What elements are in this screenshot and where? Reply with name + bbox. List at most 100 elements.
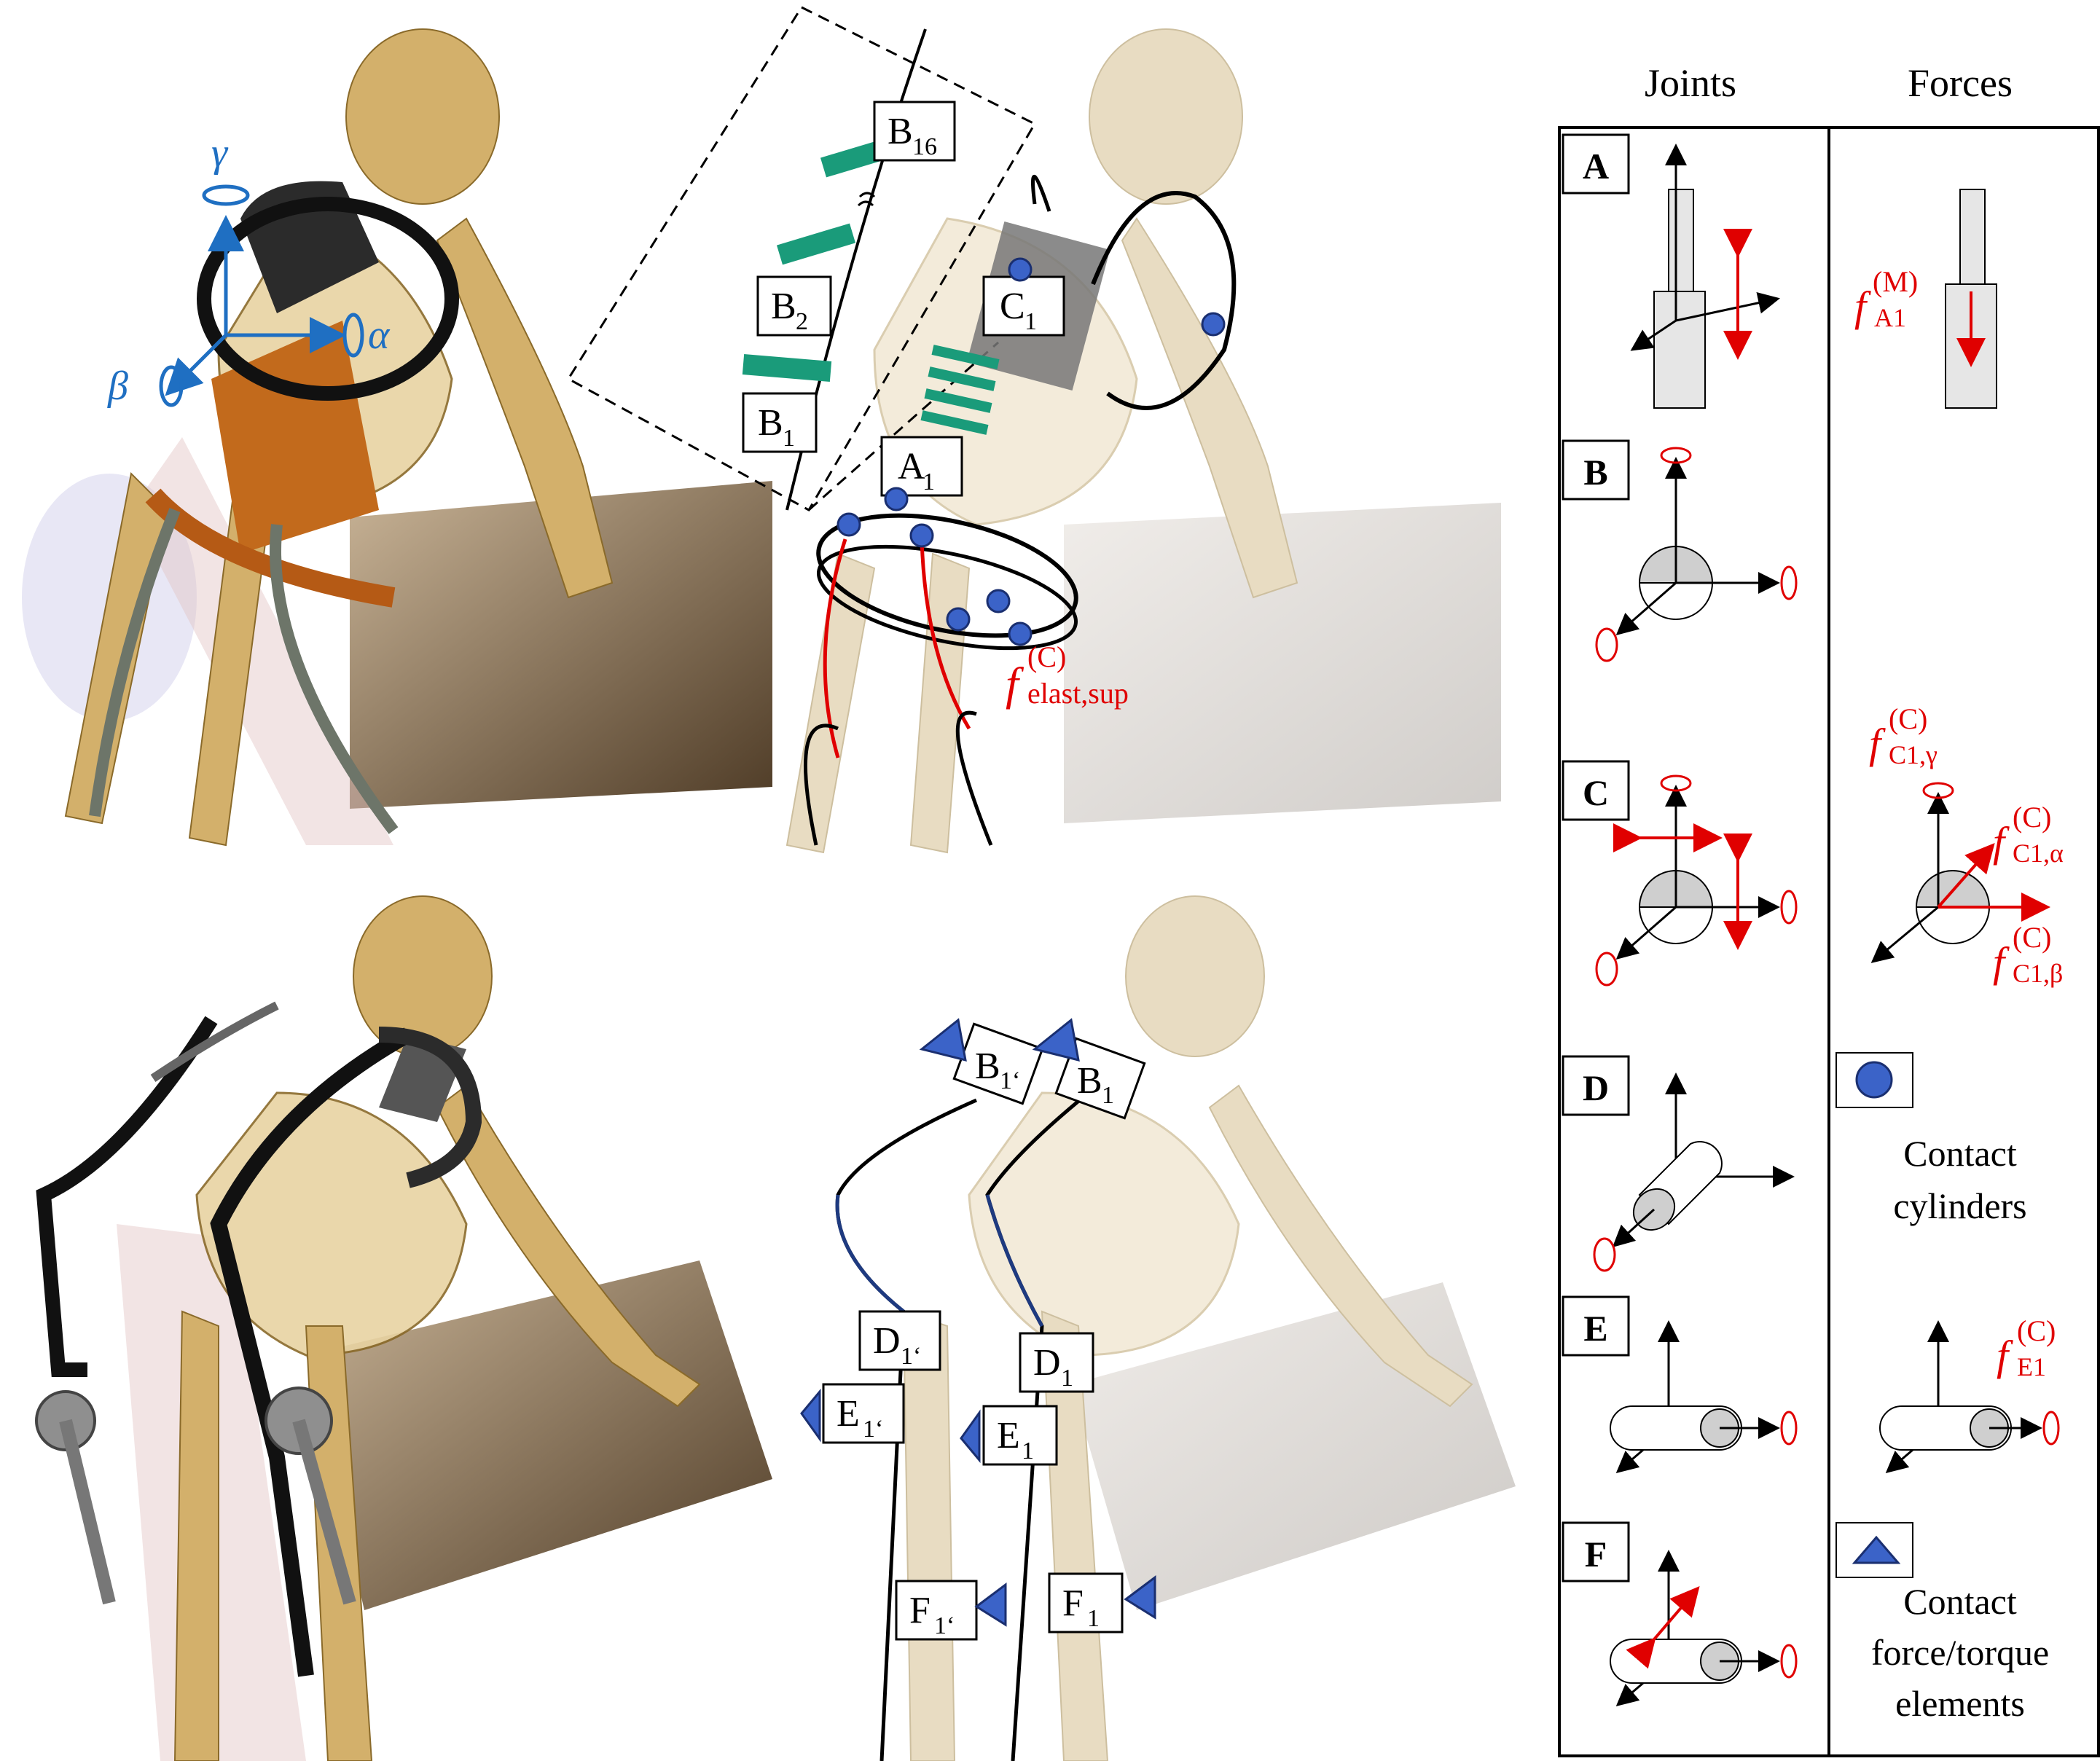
svg-text:1‘: 1‘ xyxy=(901,1343,921,1370)
contact-element xyxy=(919,1018,967,1062)
row-F: F Contact force/torque elements xyxy=(1562,1521,2049,1724)
svg-text:2: 2 xyxy=(796,308,808,335)
contact-cylinder xyxy=(1008,257,1033,282)
force-label-C1-beta: f (C) C1,β xyxy=(1993,921,2063,988)
label-B2: B 2 xyxy=(756,275,832,337)
svg-text:F: F xyxy=(909,1590,930,1631)
row-A: A f (M) A1 xyxy=(1562,133,1997,409)
svg-text:1: 1 xyxy=(922,468,935,495)
svg-text:D: D xyxy=(873,1320,901,1362)
svg-text:B: B xyxy=(888,111,913,152)
row-B: B xyxy=(1562,439,1798,662)
svg-text:D: D xyxy=(1583,1067,1609,1108)
svg-text:A1: A1 xyxy=(1874,303,1906,332)
svg-text:(M): (M) xyxy=(1873,265,1918,298)
svg-text:E: E xyxy=(1583,1308,1607,1349)
svg-text:1: 1 xyxy=(1024,308,1037,335)
force-label-C1-gamma: f (C) C1,γ xyxy=(1869,702,1938,769)
svg-text:C1,γ: C1,γ xyxy=(1889,740,1938,769)
svg-text:Contact: Contact xyxy=(1903,1581,2017,1622)
svg-text:C1,β: C1,β xyxy=(2013,959,2063,988)
svg-text:1‘: 1‘ xyxy=(934,1612,955,1639)
label-D1: D 1 xyxy=(1019,1332,1094,1393)
svg-text:1: 1 xyxy=(1087,1605,1100,1632)
lifted-box xyxy=(350,481,772,809)
svg-text:(C): (C) xyxy=(1027,640,1066,673)
beta-label: β xyxy=(107,364,128,409)
svg-text:C1,α: C1,α xyxy=(2013,839,2064,868)
svg-text:f: f xyxy=(1854,283,1871,330)
panel-bottom-center-schematic: B 1‘ B 1 D 1‘ D 1 E 1‘ E 1 xyxy=(800,895,1516,1761)
elastic-support xyxy=(823,538,847,758)
svg-text:F: F xyxy=(1062,1582,1084,1624)
svg-text:(C): (C) xyxy=(2017,1314,2056,1347)
label-E1-prime: E 1‘ xyxy=(822,1383,905,1444)
svg-text:f: f xyxy=(1006,658,1024,710)
label-B1: B 1 xyxy=(742,392,818,453)
label-B1-prime: B 1‘ xyxy=(952,1022,1044,1105)
row-C: C f (C) C1,γ f (C) xyxy=(1562,702,2064,988)
arm xyxy=(436,217,614,599)
svg-text:B: B xyxy=(1077,1060,1102,1102)
svg-text:E: E xyxy=(997,1415,1020,1456)
svg-text:(C): (C) xyxy=(1889,702,1927,735)
svg-text:force/torque: force/torque xyxy=(1871,1632,2049,1673)
label-C1: C 1 xyxy=(982,275,1065,337)
svg-text:E1: E1 xyxy=(2017,1352,2046,1381)
svg-text:f: f xyxy=(1869,720,1886,767)
svg-text:C: C xyxy=(1583,772,1609,813)
force-label-E1: f (C) E1 xyxy=(1997,1314,2056,1381)
label-B16: B 16 xyxy=(873,101,956,162)
row-D: D Contact cylinders xyxy=(1562,1052,2027,1272)
label-D1-prime: D 1‘ xyxy=(858,1310,941,1371)
svg-text:(C): (C) xyxy=(2013,921,2051,954)
exoskeleton-leg xyxy=(89,508,181,817)
svg-text:elast,sup: elast,sup xyxy=(1027,677,1129,710)
skull xyxy=(345,28,500,205)
svg-text:f: f xyxy=(1997,1332,2013,1379)
prismatic-joint xyxy=(1668,189,1694,299)
panel-top-center-schematic: B 16 B 2 B 1 C 1 A 1 xyxy=(566,6,1501,854)
svg-text:F: F xyxy=(1585,1534,1607,1574)
label-A1: A 1 xyxy=(880,436,963,497)
svg-text:elements: elements xyxy=(1895,1683,2025,1724)
svg-text:B: B xyxy=(975,1046,1000,1087)
label-F1-prime: F 1‘ xyxy=(895,1580,978,1641)
svg-text:B: B xyxy=(758,402,783,444)
lifted-box-bottom xyxy=(306,1260,772,1610)
svg-text:f: f xyxy=(1993,818,2010,866)
svg-text:B: B xyxy=(1583,452,1607,493)
svg-text:16: 16 xyxy=(912,133,937,160)
svg-text:B: B xyxy=(771,286,796,327)
force-label-elast-sup: f (C) elast,sup xyxy=(1006,640,1129,710)
svg-text:C: C xyxy=(1000,286,1025,327)
force-label-A1: f (M) A1 xyxy=(1854,265,1918,332)
svg-text:(C): (C) xyxy=(2013,801,2051,834)
svg-text:1: 1 xyxy=(1102,1082,1114,1109)
svg-text:1‘: 1‘ xyxy=(1000,1067,1020,1094)
svg-text:cylinders: cylinders xyxy=(1893,1185,2026,1226)
svg-text:D: D xyxy=(1033,1342,1061,1384)
gamma-label: γ xyxy=(211,130,229,176)
joints-forces-table: Joints Forces A f (M) A1 B xyxy=(1558,61,2100,1757)
beta-axis xyxy=(165,334,227,396)
alpha-label: α xyxy=(368,313,391,358)
panel-top-left-skeleton: γ α β xyxy=(22,28,772,847)
legend-contact-element xyxy=(1852,1535,1901,1564)
label-E1: E 1 xyxy=(982,1405,1058,1466)
row-E: E f (C) E1 xyxy=(1562,1295,2060,1473)
svg-text:A: A xyxy=(1583,146,1609,187)
svg-text:1: 1 xyxy=(1061,1365,1073,1392)
header-forces: Forces xyxy=(1908,61,2013,105)
svg-text:Contact: Contact xyxy=(1903,1133,2017,1174)
svg-text:1: 1 xyxy=(783,425,795,452)
panel-bottom-left-skeleton xyxy=(35,895,772,1761)
force-label-C1-alpha: f (C) C1,α xyxy=(1993,801,2064,868)
header-joints: Joints xyxy=(1645,61,1736,105)
svg-text:1: 1 xyxy=(1022,1438,1034,1464)
label-F1: F 1 xyxy=(1048,1572,1124,1633)
svg-text:E: E xyxy=(837,1393,860,1435)
hip-belt xyxy=(816,513,1078,638)
legend-contact-cylinder xyxy=(1855,1061,1893,1099)
